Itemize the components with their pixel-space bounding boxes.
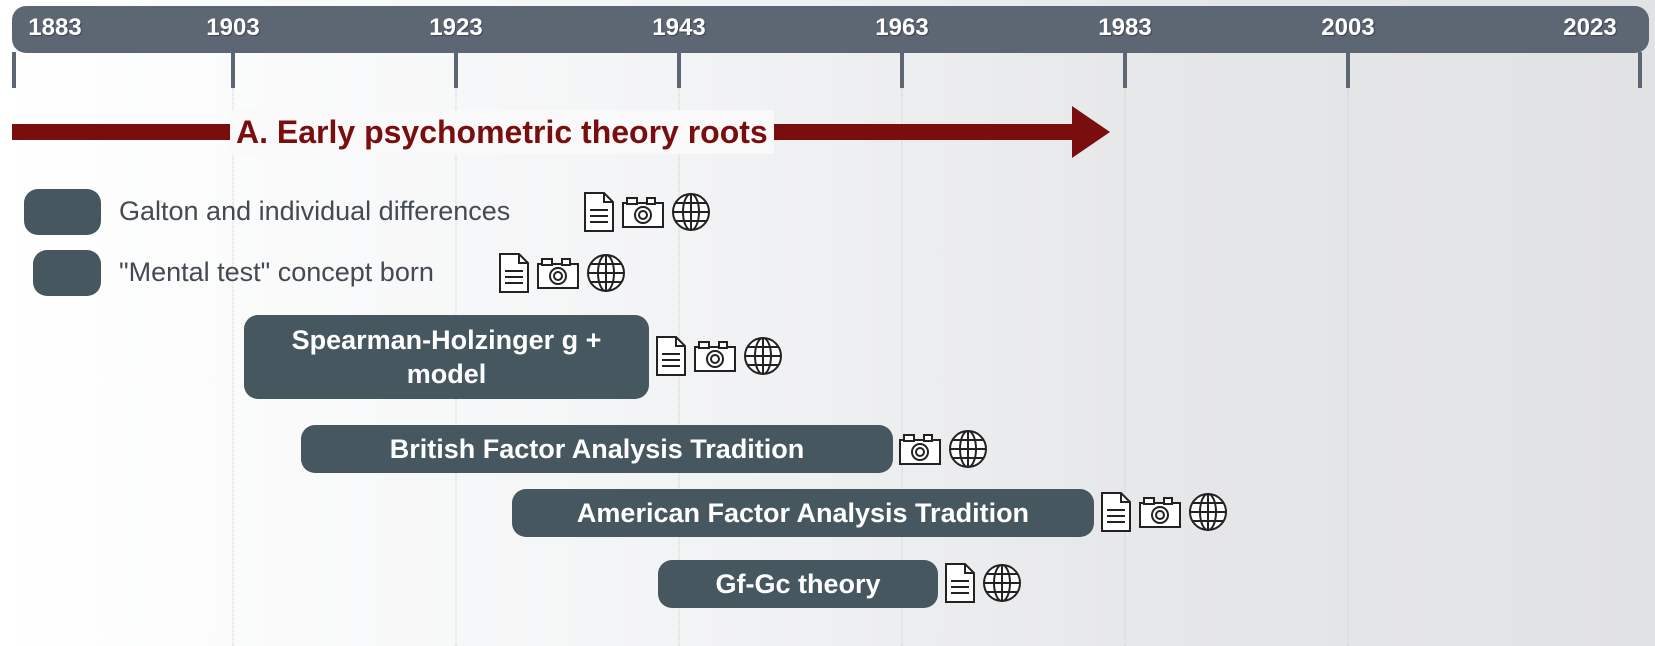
event-label-british-factor-analysis: British Factor Analysis Tradition [389,434,805,464]
year-label: 2003 [1321,14,1375,41]
event-icons-spearman-holzinger [654,334,784,378]
camera-icon[interactable] [897,431,943,467]
camera-icon[interactable] [535,255,581,291]
era-arrow: A. Early psychometric theory roots [0,104,1180,164]
year-tick [1346,52,1350,88]
event-icons-galton [582,190,712,234]
year-tick [12,52,16,88]
globe-icon[interactable] [742,335,784,377]
event-label-galton: Galton and individual differences [119,196,511,226]
document-icon[interactable] [582,190,616,234]
document-icon[interactable] [497,251,531,295]
event-bar-spearman-holzinger[interactable]: Spearman-Holzinger g + model [244,315,649,399]
year-label: 1903 [206,14,260,41]
globe-icon[interactable] [947,428,989,470]
year-tick [454,52,458,88]
event-label-spearman-holzinger: Spearman-Holzinger g + model [291,325,602,389]
document-icon[interactable] [1099,490,1133,534]
event-bar-galton[interactable] [24,189,101,235]
year-tick [1123,52,1127,88]
year-tick [231,52,235,88]
event-label-american-factor-analysis: American Factor Analysis Tradition [576,498,1030,528]
year-label: 1883 [28,14,82,41]
year-tick [900,52,904,88]
event-bar-gf-gc-theory[interactable]: Gf-Gc theory [658,560,938,608]
year-tick [677,52,681,88]
grid-line [901,88,903,646]
event-label-gf-gc-theory: Gf-Gc theory [715,569,881,599]
era-arrow-head [1072,106,1110,158]
event-bar-mental-test[interactable] [33,250,101,296]
document-icon[interactable] [654,334,688,378]
year-label: 1983 [1098,14,1152,41]
event-icons-gf-gc-theory [943,561,1023,605]
era-label: A. Early psychometric theory roots [230,110,774,154]
year-label: 1963 [875,14,929,41]
camera-icon[interactable] [692,338,738,374]
camera-icon[interactable] [620,194,666,230]
event-icons-mental-test [497,251,627,295]
event-icons-american-factor-analysis [1099,490,1229,534]
grid-line [232,88,234,646]
globe-icon[interactable] [585,252,627,294]
event-icons-british-factor-analysis [897,428,989,470]
year-label: 1923 [429,14,483,41]
event-bar-british-factor-analysis[interactable]: British Factor Analysis Tradition [301,425,893,473]
year-tick [1638,52,1642,88]
grid-line [1124,88,1126,646]
year-label: 2023 [1563,14,1617,41]
year-axis-bar [12,6,1649,53]
grid-line [1347,88,1349,646]
event-label-mental-test: "Mental test" concept born [119,257,434,287]
globe-icon[interactable] [981,562,1023,604]
globe-icon[interactable] [670,191,712,233]
event-bar-american-factor-analysis[interactable]: American Factor Analysis Tradition [512,489,1094,537]
year-label: 1943 [652,14,706,41]
document-icon[interactable] [943,561,977,605]
camera-icon[interactable] [1137,494,1183,530]
globe-icon[interactable] [1187,491,1229,533]
